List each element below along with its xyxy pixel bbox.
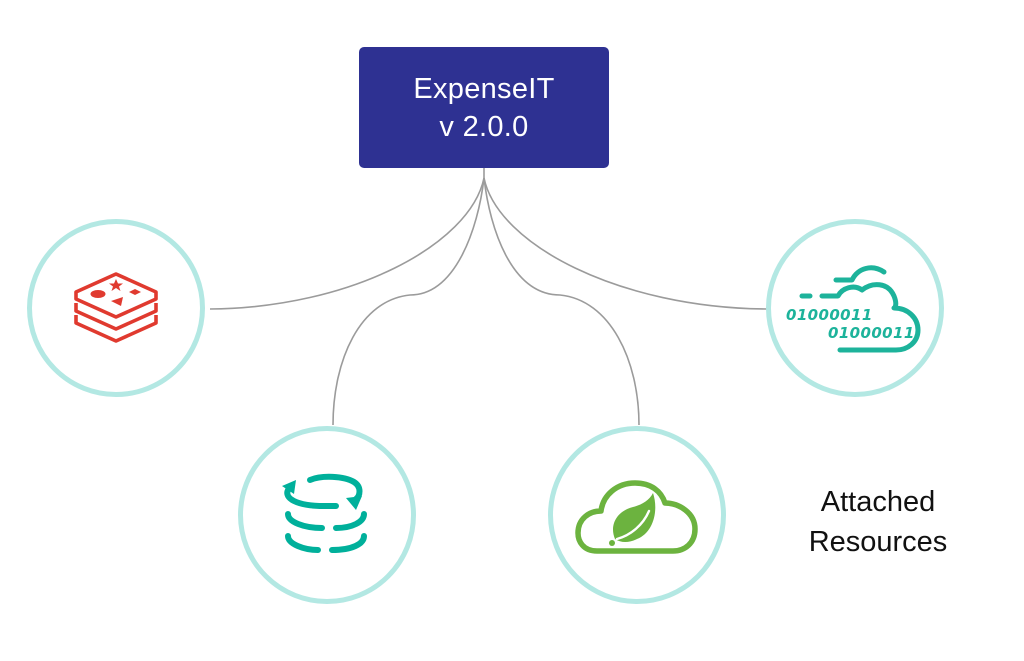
resource-node-cloud-data[interactable]: 01000011 01000011 <box>766 219 944 397</box>
binary-line-2: 01000011 <box>828 324 915 342</box>
binary-line-1: 01000011 <box>786 306 873 324</box>
connector-redis <box>209 168 485 310</box>
attached-resources-caption: Attached Resources <box>798 482 958 562</box>
resource-node-database[interactable] <box>238 426 416 604</box>
caption-line-2: Resources <box>808 526 948 558</box>
caption-line-1: Attached <box>820 486 936 518</box>
app-name: ExpenseIT <box>413 72 555 105</box>
resource-node-redis[interactable] <box>27 219 205 397</box>
app-version: v 2.0.0 <box>439 110 529 143</box>
binary-cloud-icon: 01000011 01000011 <box>786 265 921 353</box>
redis-stack-icon <box>74 272 158 343</box>
app-node[interactable]: ExpenseIT v 2.0.0 <box>359 47 609 168</box>
connector-cloud-data <box>483 177 768 310</box>
spring-cloud-leaf-icon <box>575 480 698 554</box>
database-sync-icon <box>282 473 367 553</box>
connector-spring-cloud <box>483 177 640 426</box>
resource-node-spring-cloud[interactable] <box>548 426 726 604</box>
connector-database <box>332 177 485 426</box>
